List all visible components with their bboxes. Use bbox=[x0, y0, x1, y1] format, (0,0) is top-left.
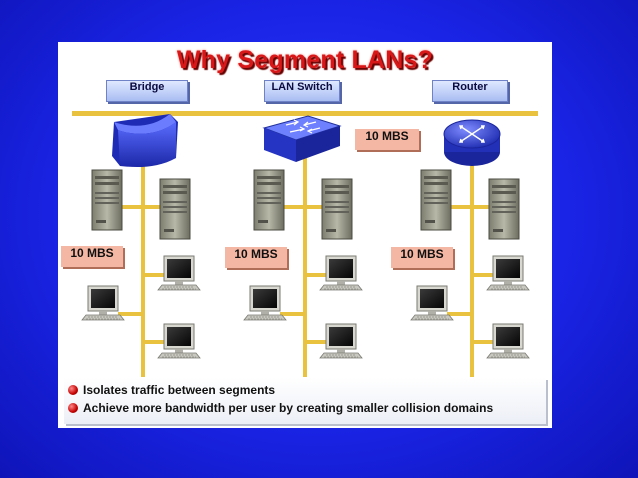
lan-switch-label: LAN Switch bbox=[264, 80, 340, 102]
segment-1-server-left bbox=[91, 169, 123, 231]
network-diagram bbox=[72, 111, 538, 377]
segment-2-bandwidth-label: 10 MBS bbox=[225, 247, 287, 268]
red-bullet-icon bbox=[68, 385, 78, 395]
segment-1-workstation-lower bbox=[157, 323, 201, 359]
bridge-icon bbox=[112, 114, 178, 168]
segment-2-cabling bbox=[280, 147, 327, 377]
segment-3-server-right bbox=[488, 178, 520, 240]
segment-1-bandwidth-label: 10 MBS bbox=[61, 246, 123, 267]
segment-2-workstation-lower bbox=[319, 323, 363, 359]
backbone-cable bbox=[72, 111, 538, 116]
slide-title: Why Segment LANs? bbox=[176, 46, 434, 74]
segment-3-server-left bbox=[420, 169, 452, 231]
segment-2-workstation-upper bbox=[319, 255, 363, 291]
segment-3-bandwidth-label: 10 MBS bbox=[391, 247, 453, 268]
switch-icon bbox=[262, 115, 342, 162]
router-icon bbox=[443, 119, 501, 166]
bullet-text: Achieve more bandwidth per user by creat… bbox=[83, 401, 494, 415]
segment-1-cabling bbox=[118, 137, 165, 377]
segment-2-server-right bbox=[321, 178, 353, 240]
backbone-bandwidth-label: 10 MBS bbox=[355, 129, 419, 150]
bullet-list: Isolates traffic between segments Achiev… bbox=[64, 378, 546, 424]
segment-1-server-right bbox=[159, 178, 191, 240]
bridge-label: Bridge bbox=[106, 80, 188, 102]
segment-2-server-left bbox=[253, 169, 285, 231]
red-bullet-icon bbox=[68, 403, 78, 413]
segment-1-workstation-upper bbox=[157, 255, 201, 291]
bullet-item: Isolates traffic between segments bbox=[68, 383, 275, 401]
segment-3-cabling bbox=[447, 147, 494, 377]
segment-3-workstation-left bbox=[410, 285, 454, 321]
router-label: Router bbox=[432, 80, 508, 102]
segment-1-workstation-left bbox=[81, 285, 125, 321]
segment-2-workstation-left bbox=[243, 285, 287, 321]
segment-3-workstation-lower bbox=[486, 323, 530, 359]
bullet-text: Isolates traffic between segments bbox=[83, 383, 276, 397]
bullet-item: Achieve more bandwidth per user by creat… bbox=[68, 401, 493, 419]
segment-3-workstation-upper bbox=[486, 255, 530, 291]
slide: Why Segment LANs? bbox=[58, 42, 552, 428]
